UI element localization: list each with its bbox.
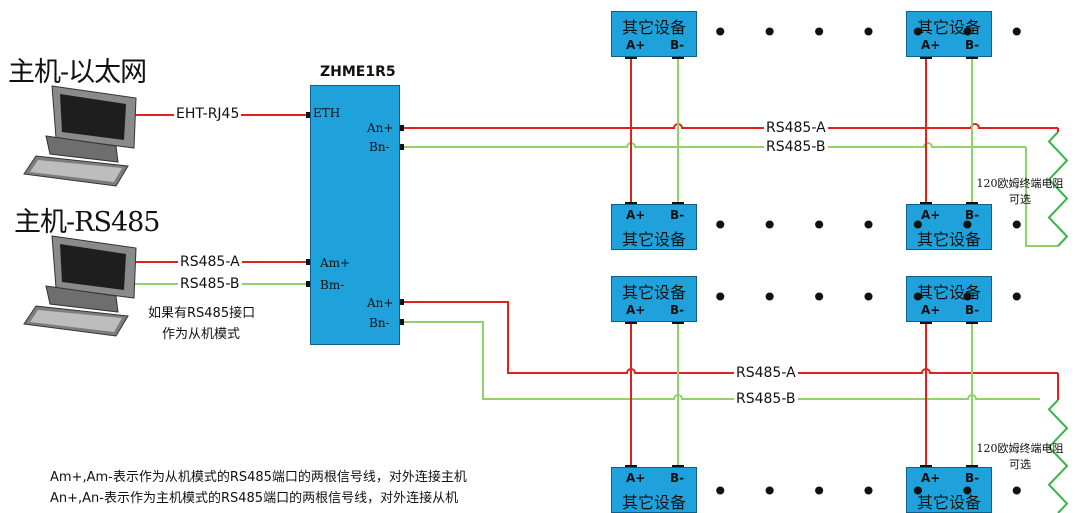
termination-note-line1: 120欧姆终端电阻 <box>976 442 1064 455</box>
gateway-port-am-plus: Am+ <box>320 256 351 270</box>
field-device-bus1-bottom-left: A+ B- 其它设备 <box>611 204 697 250</box>
device-pin-b: B- <box>965 471 980 485</box>
field-device-bus2-top-left: 其它设备 A+ B- <box>611 276 697 322</box>
field-device-bus1-top-left: 其它设备 A+ B- <box>611 11 697 57</box>
device-pin-b: B- <box>965 38 980 52</box>
ethernet-host-computer-icon <box>23 85 137 187</box>
eth-link-label: EHT-RJ45 <box>174 106 242 122</box>
gateway-device <box>310 85 400 345</box>
device-pin-a: A+ <box>921 471 941 485</box>
bus1-termination-resistor <box>1047 131 1069 247</box>
continuation-dots-bus2-bottom: • • • • • • • <box>712 475 1038 508</box>
device-pin-a: A+ <box>921 38 941 52</box>
device-pin-a: A+ <box>626 208 646 222</box>
bus2-rs485-a-label: RS485-A <box>734 365 798 381</box>
gateway-port-an-plus-1: An+ <box>367 121 394 135</box>
device-name: 其它设备 <box>621 18 686 37</box>
continuation-dots-bus1-bottom: • • • • • • • <box>712 209 1038 242</box>
device-name: 其它设备 <box>916 493 981 512</box>
device-pin-a: A+ <box>626 303 646 317</box>
legend-line2: An+,An-表示作为主机模式的RS485端口的两根信号线，对外连接从机 <box>50 491 459 506</box>
gateway-port-eth: ETH <box>313 106 341 120</box>
gateway-port-bn-minus-2: Bn- <box>369 316 390 330</box>
device-pin-a: A+ <box>921 208 941 222</box>
gateway-port-an-plus-2: An+ <box>367 296 394 310</box>
field-device-bus2-bottom-left: A+ B- 其它设备 <box>611 467 697 513</box>
field-device-bus2-top-right: 其它设备 A+ B- <box>906 276 992 322</box>
gateway-port-bm-minus: Bm- <box>320 278 345 292</box>
termination-note-line2: 可选 <box>1009 458 1031 471</box>
device-pin-b: B- <box>670 303 685 317</box>
rs485-host-computer-icon <box>23 235 137 337</box>
field-device-bus1-top-right: 其它设备 A+ B- <box>906 11 992 57</box>
bus1-a-wire <box>399 123 1058 129</box>
bus1-rs485-b-label: RS485-B <box>764 139 828 155</box>
host-rs485-b-label: RS485-B <box>178 276 242 292</box>
bus2-a-wire <box>399 301 1058 374</box>
termination-note-line1: 120欧姆终端电阻 <box>976 177 1064 190</box>
bus2-termination-resistor <box>1047 399 1069 513</box>
rs485-host-title: 主机-RS485 <box>14 207 160 238</box>
bus2-rs485-b-label: RS485-B <box>734 391 798 407</box>
host-rs485-a-label: RS485-A <box>178 254 242 270</box>
termination-note-bus1: 120欧姆终端电阻 可选 <box>970 175 1070 207</box>
bus1-rs485-a-label: RS485-A <box>764 120 828 136</box>
bus1-b-wire <box>399 142 1026 148</box>
gateway-port-bn-minus-1: Bn- <box>369 140 390 154</box>
continuation-dots-bus2-top: • • • • • • • <box>712 281 1038 314</box>
device-pin-a: A+ <box>626 471 646 485</box>
device-name: 其它设备 <box>916 283 981 302</box>
device-pin-a: A+ <box>921 303 941 317</box>
device-pin-b: B- <box>670 38 685 52</box>
device-name: 其它设备 <box>621 493 686 512</box>
device-name: 其它设备 <box>621 283 686 302</box>
legend-line1: Am+,Am-表示作为从机模式的RS485端口的两根信号线，对外连接主机 <box>50 470 467 485</box>
field-device-bus1-bottom-right: A+ B- 其它设备 <box>906 204 992 250</box>
rs485-host-note-line1: 如果有RS485接口 <box>148 306 256 321</box>
device-pin-b: B- <box>670 208 685 222</box>
termination-note-line2: 可选 <box>1009 193 1031 206</box>
device-name: 其它设备 <box>621 230 686 249</box>
ethernet-host-title: 主机-以太网 <box>8 57 147 88</box>
device-name: 其它设备 <box>916 230 981 249</box>
device-pin-b: B- <box>670 471 685 485</box>
device-pin-a: A+ <box>626 38 646 52</box>
field-device-bus2-bottom-right: A+ B- 其它设备 <box>906 467 992 513</box>
rs485-host-note-line2: 作为从机模式 <box>162 327 241 342</box>
device-pin-b: B- <box>965 303 980 317</box>
termination-note-bus2: 120欧姆终端电阻 可选 <box>970 440 1070 472</box>
continuation-dots-bus1-top: • • • • • • • <box>712 16 1038 49</box>
gateway-model-label: ZHME1R5 <box>320 64 396 80</box>
bus2-b-wire <box>399 321 1040 400</box>
bus1-b-to-resistor <box>1025 147 1058 247</box>
device-name: 其它设备 <box>916 18 981 37</box>
device-pin-b: B- <box>965 208 980 222</box>
